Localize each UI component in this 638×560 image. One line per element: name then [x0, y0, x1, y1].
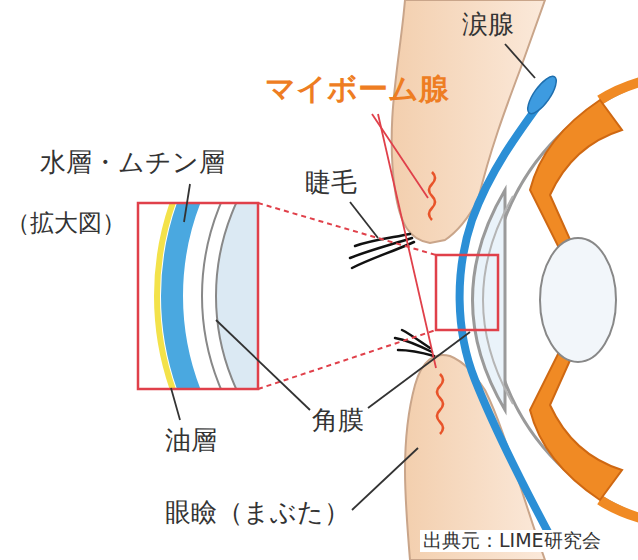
callout-title: マイボーム腺: [265, 72, 449, 107]
conjunctiva: [460, 92, 555, 545]
magnify-guide: [258, 330, 436, 389]
iris: [530, 350, 622, 500]
choroid: [600, 500, 638, 518]
magnified-view: [138, 203, 258, 389]
source-note: 出典元：LIME研究会: [420, 530, 604, 552]
iris: [530, 100, 622, 250]
label: 睫毛: [305, 168, 357, 198]
lacrimal-gland: [523, 72, 561, 117]
meibomian-gland: [429, 172, 435, 220]
magnify-frame: [138, 203, 258, 389]
label: （拡大図）: [6, 210, 126, 238]
magnify-source: [436, 255, 498, 330]
label: 涙腺: [462, 10, 514, 40]
leader-lines: [171, 44, 535, 510]
label: 水層・ムチン層: [40, 148, 225, 178]
label: 油層: [165, 426, 217, 456]
eyelashes: [350, 234, 434, 356]
lens: [540, 238, 616, 362]
meibomian-gland: [437, 374, 443, 434]
label: 角膜: [312, 406, 364, 436]
choroid: [600, 82, 638, 100]
label: 眼瞼（まぶた）: [165, 498, 350, 528]
